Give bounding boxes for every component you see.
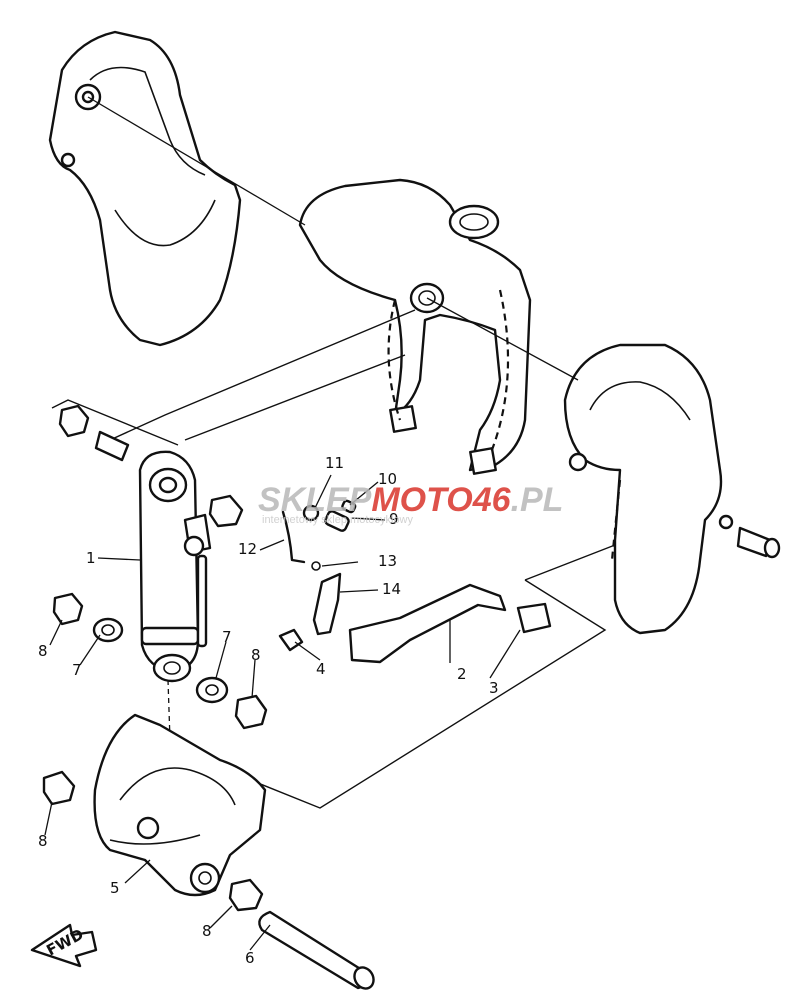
washer-13-icon — [311, 561, 321, 571]
callout-3: 3 — [489, 679, 499, 697]
callout-6: 6 — [245, 949, 255, 967]
nut-lower-right-icon — [228, 878, 264, 912]
leader-lines — [44, 474, 521, 951]
callout-labels: 1 2 3 4 5 6 7 7 8 8 8 8 9 10 11 12 13 14 — [38, 454, 499, 967]
callout-7-left: 7 — [72, 661, 82, 679]
watermark-brand-grey: SKLEP — [258, 481, 372, 519]
callout-12: 12 — [238, 540, 257, 558]
callout-9: 9 — [389, 510, 399, 528]
nut-lower-left-icon — [42, 770, 76, 806]
assembly-frame — [51, 309, 616, 809]
right-clamp-bracket — [563, 343, 723, 635]
screw-4-icon — [278, 628, 304, 652]
callout-7-right: 7 — [222, 628, 232, 646]
left-clamp-bracket — [48, 30, 242, 347]
svg-text:SKLEPMOTO46.PL: SKLEPMOTO46.PL — [258, 481, 563, 519]
collar-upper-icon — [94, 430, 130, 462]
nut-left-icon — [52, 592, 84, 626]
callout-1: 1 — [86, 549, 96, 567]
axis-lines — [87, 96, 579, 381]
callout-2: 2 — [457, 665, 467, 683]
bolt-right-icon — [718, 514, 781, 559]
callout-8-lower-left: 8 — [38, 832, 48, 850]
stern-bracket — [93, 713, 267, 897]
callout-5: 5 — [110, 879, 120, 897]
block-3-icon — [516, 602, 552, 634]
tilt-lock-lever-icon — [348, 583, 507, 664]
hardware — [42, 404, 781, 912]
callout-13: 13 — [378, 552, 397, 570]
clip-11-icon — [302, 504, 320, 522]
swivel-bracket — [298, 178, 532, 475]
nut-right-icon — [234, 694, 268, 730]
watermark: SKLEPMOTO46.PL internetowy sklep motocyk… — [258, 481, 563, 526]
callout-8-right: 8 — [251, 646, 261, 664]
watermark-brand-red: MOTO — [371, 481, 472, 519]
fwd-arrow-icon: FWD — [30, 923, 98, 968]
watermark-brand-tld: .PL — [511, 481, 564, 519]
bushing-right-icon — [195, 676, 229, 704]
nut-upper-left-icon — [58, 404, 90, 438]
callout-11: 11 — [325, 454, 344, 472]
nut-upper-cyl-icon — [208, 494, 244, 528]
callout-4: 4 — [316, 660, 326, 678]
watermark-brand-num: 46 — [472, 481, 512, 519]
tilt-cylinder — [138, 450, 212, 801]
callout-8-lower-right: 8 — [202, 922, 212, 940]
watermark-tagline: internetowy sklep motocyklowy — [262, 514, 414, 526]
collar-9-icon — [324, 510, 350, 532]
callout-14: 14 — [382, 580, 401, 598]
callout-8-left: 8 — [38, 642, 48, 660]
wire-12-icon — [281, 510, 306, 564]
shaft — [258, 910, 375, 990]
bushing-left-icon — [92, 617, 124, 643]
callout-10: 10 — [378, 470, 397, 488]
lever-14-icon — [312, 572, 342, 636]
